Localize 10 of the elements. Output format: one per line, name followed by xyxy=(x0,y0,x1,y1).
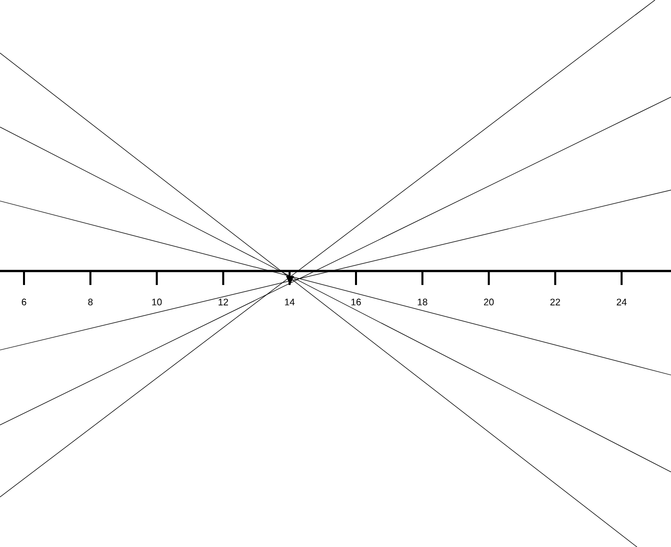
tick-label: 8 xyxy=(88,298,93,306)
tick-label: 18 xyxy=(418,298,428,306)
tick-label: 16 xyxy=(351,298,361,306)
tick-label: 12 xyxy=(218,298,228,306)
tick-label: 14 xyxy=(285,298,295,306)
tick-label: 24 xyxy=(616,298,627,306)
tick-label: 20 xyxy=(484,298,494,306)
tick-label: 22 xyxy=(550,298,560,306)
tick-label: 6 xyxy=(22,298,26,306)
tick-label: 10 xyxy=(152,298,162,306)
